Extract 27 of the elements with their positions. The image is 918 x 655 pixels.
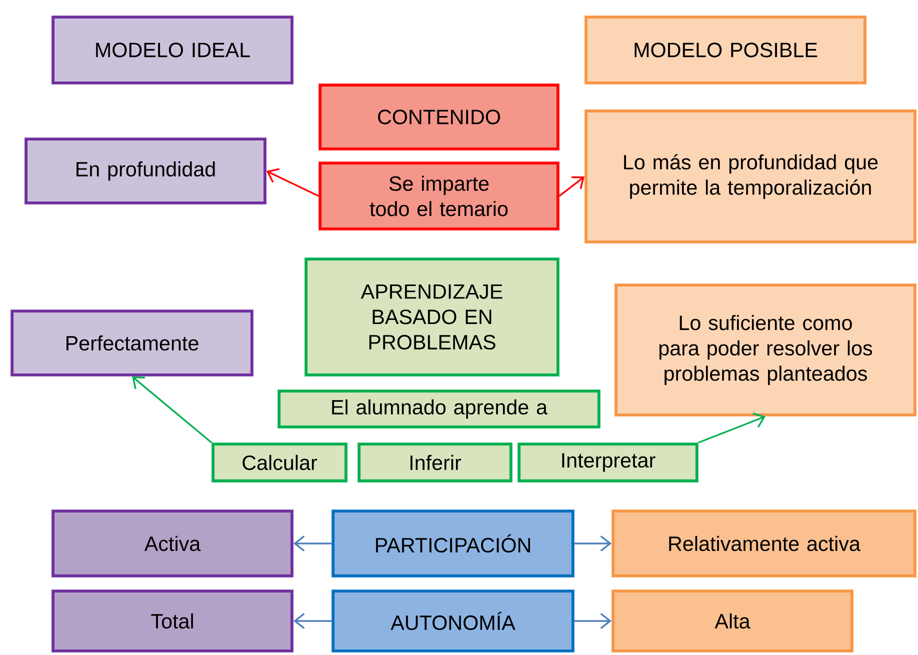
concept-box: Relativamente activa: [612, 510, 916, 578]
topic-box: Interpretar: [518, 442, 698, 482]
topic-box: El alumnado aprende a: [278, 390, 600, 428]
arrow: [558, 176, 585, 197]
concept-box: Total: [52, 590, 294, 652]
topic-box: Inferir: [358, 442, 512, 482]
arrow: [266, 168, 319, 197]
topic-box: Calcular: [212, 442, 348, 482]
arrow: [698, 412, 766, 444]
concept-box: Lo más en profundidad que permite la temporalización: [584, 110, 916, 244]
concept-box: MODELO POSIBLE: [584, 16, 866, 84]
topic-box: AUTONOMÍA: [332, 590, 574, 652]
topic-box: PARTICIPACIÓN: [332, 510, 574, 578]
concept-box: Perfectamente: [10, 310, 254, 376]
arrow: [574, 612, 612, 630]
concept-box: Lo suficiente como para poder resolver los problemas planteados: [614, 284, 916, 416]
topic-box: Se imparte todo el temario: [318, 162, 560, 230]
arrow: [132, 376, 212, 444]
concept-box: En profundidad: [24, 138, 266, 204]
topic-box: APRENDIZAJE BASADO EN PROBLEMAS: [304, 258, 560, 376]
concept-box: Activa: [52, 510, 294, 578]
topic-box: CONTENIDO: [318, 84, 560, 150]
concept-box: MODELO IDEAL: [52, 16, 294, 84]
arrow: [574, 535, 612, 552]
concept-box: Alta: [612, 590, 854, 652]
arrow: [293, 535, 332, 552]
arrow: [293, 612, 332, 630]
